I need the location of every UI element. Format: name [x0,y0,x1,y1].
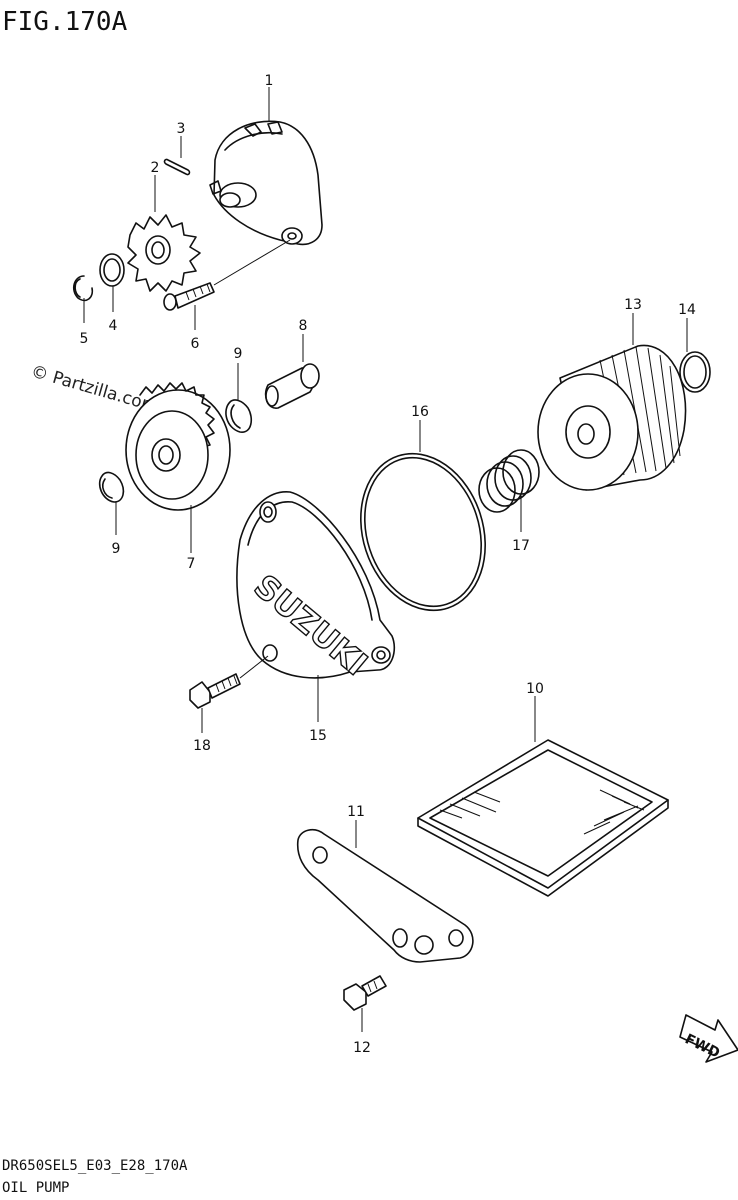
callout-7: 7 [187,556,196,572]
part-7-large-gear [125,382,231,511]
model-code: DR650SEL5_E03_E28_170A [2,1158,188,1174]
callout-11: 11 [347,804,365,820]
part-18-bolt [189,655,269,709]
callout-leaders [83,87,688,1032]
figure-id: FIG.170A [2,7,128,37]
part-8-shaft [264,363,320,409]
callout-1: 1 [265,73,274,89]
callout-16: 16 [411,404,429,420]
part-4-washer [99,253,125,287]
part-17-spring [478,449,540,513]
callout-9-lower: 9 [112,541,121,557]
callout-8: 8 [299,318,308,334]
callout-12: 12 [353,1040,371,1056]
part-10-oil-strainer [417,739,669,897]
part-11-plate [296,828,474,963]
callout-15: 15 [309,728,327,744]
callout-13: 13 [624,297,642,313]
section-title: OIL PUMP [2,1180,69,1196]
callout-10: 10 [526,681,544,697]
callout-14: 14 [678,302,696,318]
part-6-screw [163,239,291,311]
part-9-circlip-upper [225,399,253,433]
callout-9-upper: 9 [234,346,243,362]
part-9-circlip-lower [98,471,125,503]
callout-2: 2 [151,160,160,176]
part-13-oil-filter [537,344,687,491]
part-15-cover: SUZUKI [236,491,396,684]
part-5-circlip [72,275,94,302]
callout-3: 3 [177,121,186,137]
callout-6: 6 [191,336,200,352]
callout-labels: 1 2 3 4 5 6 7 8 9 9 10 11 12 13 14 15 16… [80,73,696,1056]
part-12-bolt [343,975,387,1011]
callout-18: 18 [193,738,211,754]
part-3-pin [163,158,191,176]
callout-5: 5 [80,331,89,347]
fwd-arrow: FWD [679,1014,738,1063]
part-14-o-ring [679,351,711,393]
callout-17: 17 [512,538,530,554]
callout-4: 4 [109,318,118,334]
part-16-gasket-ring [360,452,486,612]
part-1-pump-body [209,120,323,246]
part-2-gear [127,214,201,292]
